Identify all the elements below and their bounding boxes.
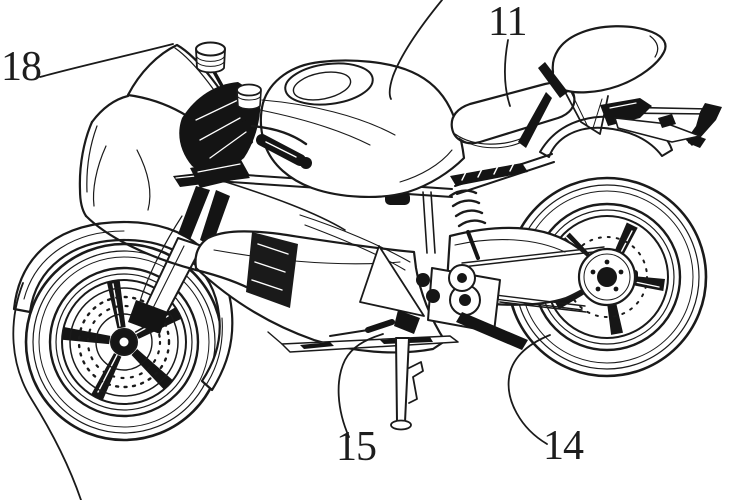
fuel-tank (259, 59, 466, 199)
leader-line-15 (337, 333, 384, 438)
leader-line-top-cut (388, 0, 443, 100)
tank-filler-cap (284, 62, 374, 106)
front-brake-disc (69, 287, 179, 397)
rear-hub (597, 267, 617, 287)
kickstand (390, 337, 424, 431)
front-wheel (24, 242, 224, 442)
brake-lever (250, 124, 308, 146)
kickstand-spring-hook (408, 361, 424, 404)
ref-label-15: 15 (336, 424, 377, 470)
leader-line-14 (507, 334, 551, 445)
leader-line-bottom-cut (12, 282, 82, 500)
belly-pan (194, 230, 459, 354)
exhaust-tip (456, 312, 528, 350)
ref-label-11: 11 (488, 0, 527, 45)
handlebar-controls (179, 41, 396, 188)
front-brake-caliper (128, 300, 168, 334)
ref-label-14: 14 (543, 423, 584, 469)
radiator (246, 232, 298, 308)
chain-upper-run (461, 246, 605, 268)
leader-line-11 (503, 39, 511, 107)
leader-lines (12, 0, 551, 500)
rear-shock-spring (448, 189, 487, 228)
clutch-reservoir-cap (236, 83, 262, 110)
front-fork (128, 186, 230, 334)
front-fender (12, 220, 234, 392)
side-panel-triangle (359, 245, 425, 317)
rear-bracket (600, 98, 722, 148)
frame-and-engine (215, 153, 555, 350)
ref-label-18: 18 (1, 44, 42, 90)
brake-reservoir-cap (195, 41, 226, 74)
leader-line-18 (39, 43, 174, 78)
